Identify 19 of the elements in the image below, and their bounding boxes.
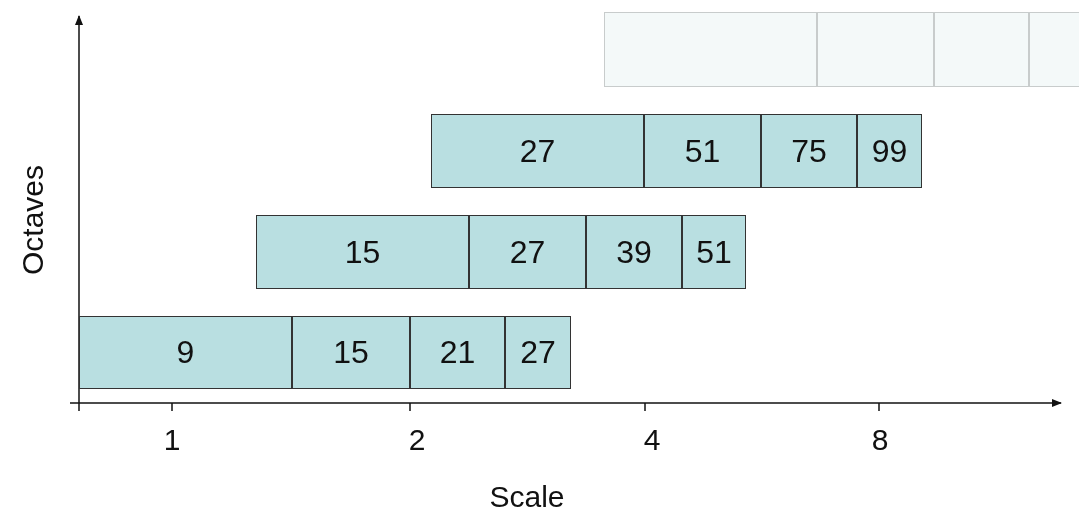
- octave-cell: 75: [761, 114, 857, 188]
- octave-cell: 27: [505, 316, 571, 389]
- octave-cell: 51: [644, 114, 761, 188]
- tick-label: 4: [643, 423, 661, 457]
- octave-cell: 39: [586, 215, 682, 289]
- axis-title: Octaves: [16, 165, 50, 275]
- tick-label: 2: [408, 423, 426, 457]
- axis-title: Scale: [489, 480, 565, 514]
- tick-label: 8: [871, 423, 889, 457]
- octave-cell: 9: [79, 316, 292, 389]
- octave-cell: 99: [857, 114, 922, 188]
- empty-cell: [1029, 12, 1079, 87]
- octave-cell: 51: [682, 215, 746, 289]
- octave-cell: 27: [431, 114, 644, 188]
- octave-cell: 27: [469, 215, 586, 289]
- tick-label: 1: [163, 423, 181, 457]
- octave-cell: 21: [410, 316, 505, 389]
- octave-cell: 15: [292, 316, 410, 389]
- octave-cell: 15: [256, 215, 469, 289]
